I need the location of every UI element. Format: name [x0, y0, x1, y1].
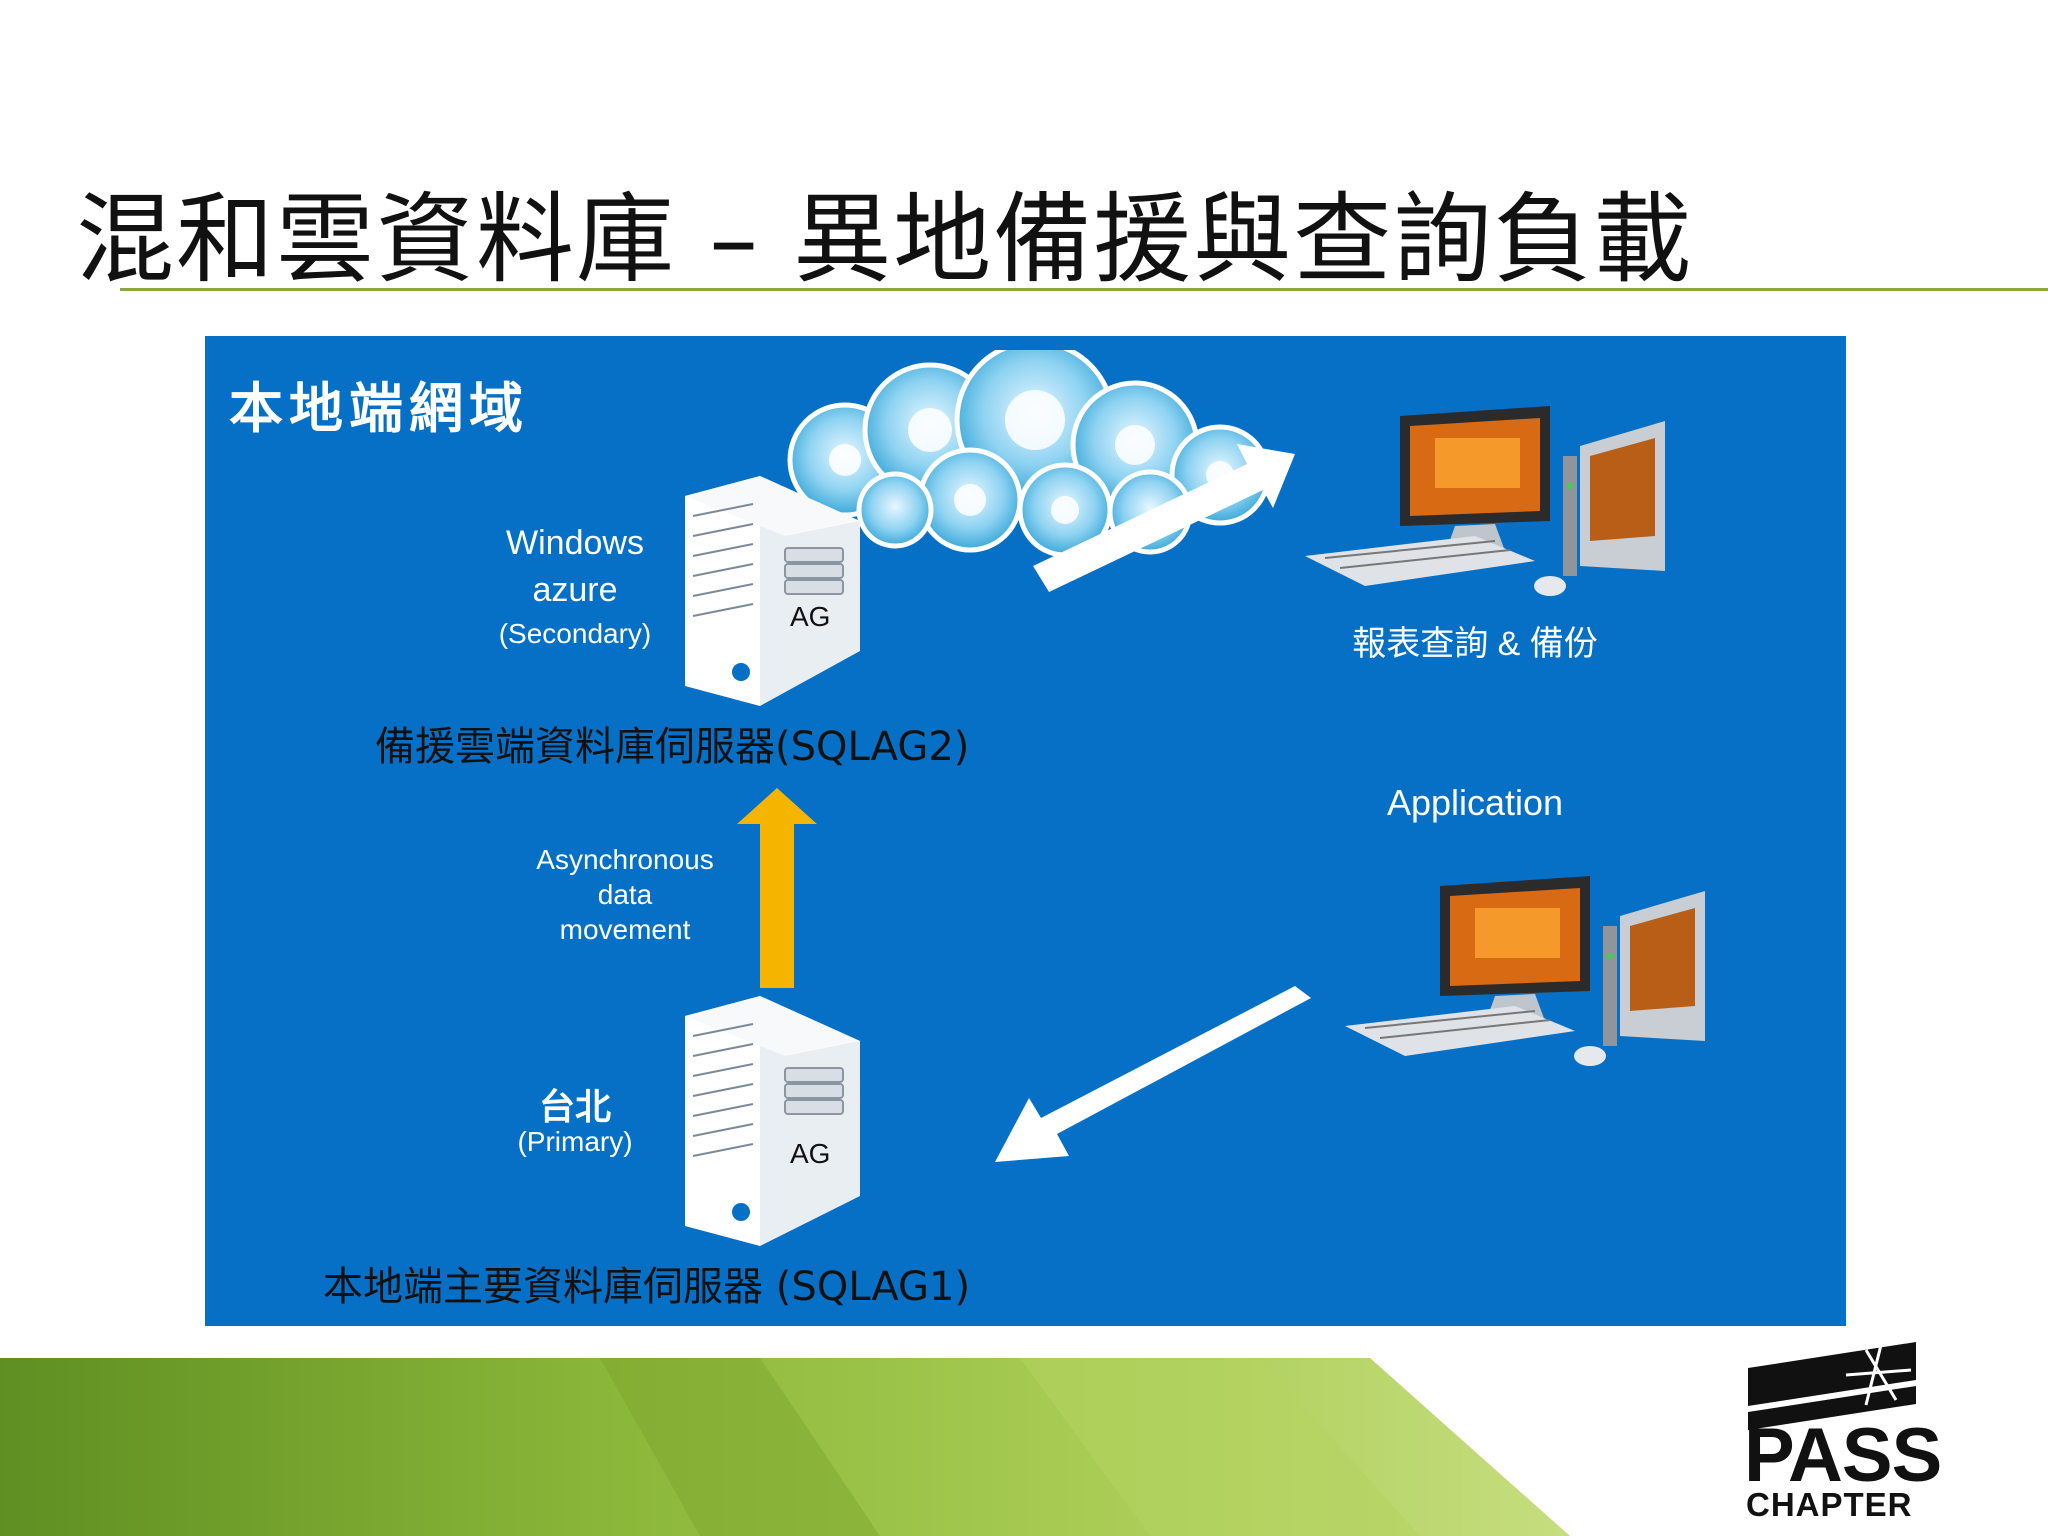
async-arrow-up [737, 788, 817, 988]
report-arrow [1033, 444, 1295, 592]
secondary-name-line2: azure [532, 571, 618, 609]
pass-logo-word: PASS [1744, 1413, 1942, 1498]
pass-logo-icon [1748, 1342, 1916, 1430]
app-label: Application [1386, 782, 1564, 823]
secondary-ag-label: AG [790, 601, 831, 632]
report-computer-icon [1305, 406, 1665, 596]
app-computer-icon [1345, 876, 1705, 1066]
footer-band [0, 1358, 1570, 1536]
secondary-caption: 備援雲端資料庫伺服器(SQLAG2) [375, 724, 970, 770]
primary-role: (Primary) [517, 1126, 633, 1157]
panel-title: 本地端網域 [229, 377, 529, 440]
pass-logo-chapter: CHAPTER [1746, 1486, 1913, 1523]
diagram-panel: 本地端網域 [205, 336, 1846, 1326]
primary-caption: 本地端主要資料庫伺服器 (SQLAG1) [323, 1264, 971, 1310]
primary-name: 台北 [538, 1086, 611, 1127]
movement-line1: Asynchronous [536, 844, 714, 875]
movement-line2: data [597, 879, 653, 910]
secondary-role: (Secondary) [498, 618, 652, 649]
movement-line3: movement [559, 914, 691, 945]
title-underline [120, 288, 2048, 291]
slide-title: 混和雲資料庫 – 異地備援與查詢負載 [76, 183, 1694, 297]
secondary-server-icon [685, 476, 875, 706]
primary-ag-label: AG [790, 1138, 831, 1169]
primary-server-icon [685, 996, 875, 1246]
report-label: 報表查詢 & 備份 [1352, 625, 1598, 663]
secondary-name-line1: Windows [506, 524, 644, 562]
app-arrow [995, 986, 1311, 1162]
